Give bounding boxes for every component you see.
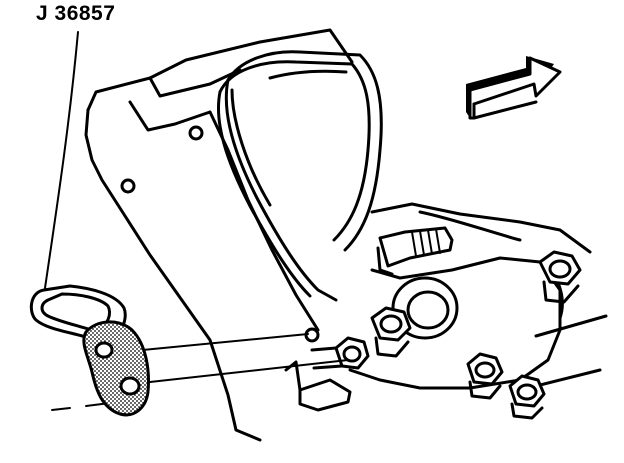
callout-leader-line bbox=[44, 31, 79, 289]
tool-plate bbox=[82, 320, 150, 417]
manifold-assembly bbox=[284, 202, 608, 412]
bolt-lower-right bbox=[508, 374, 546, 420]
tool-callout-label: J 36857 bbox=[36, 2, 116, 25]
fitting-stud bbox=[376, 226, 454, 276]
direction-arrow-icon bbox=[466, 56, 562, 120]
bolt-lower-center bbox=[466, 352, 504, 400]
bolt-upper-right bbox=[538, 250, 582, 304]
tool-j36857 bbox=[29, 284, 150, 417]
bolt-left bbox=[370, 306, 412, 358]
cylinder-head bbox=[216, 50, 383, 302]
